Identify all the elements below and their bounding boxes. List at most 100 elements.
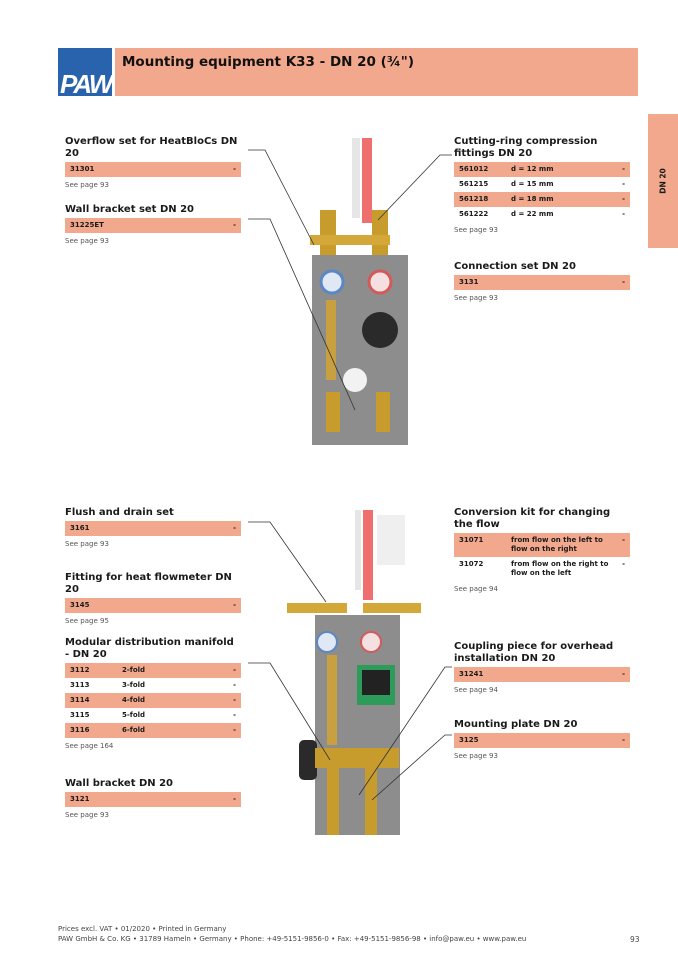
product-price: -	[233, 711, 236, 719]
product-desc: 6-fold	[122, 726, 146, 734]
section-manifold: Modular distribution manifold - DN 20 311…	[65, 637, 241, 750]
see-page-reference[interactable]: See page 164	[65, 742, 114, 750]
callout-cutting-ring	[377, 154, 452, 221]
product-price: -	[622, 278, 625, 286]
footer: Prices excl. VAT • 01/2020 • Printed in …	[58, 925, 526, 944]
product-price: -	[233, 666, 236, 674]
section-title: Modular distribution manifold - DN 20	[65, 637, 234, 660]
section-conversion: Conversion kit for changing the flow 3107…	[454, 507, 630, 593]
product-price: -	[622, 180, 625, 188]
product-price: -	[233, 795, 236, 803]
product-desc: d = 18 mm	[511, 195, 554, 203]
section-title: Connection set DN 20	[454, 261, 576, 272]
see-page-reference[interactable]: See page 94	[454, 686, 498, 694]
product-row[interactable]: 31241 -	[454, 667, 630, 682]
product-row[interactable]: 561218 d = 18 mm -	[454, 192, 630, 207]
product-row[interactable]: 3116 6-fold -	[65, 723, 241, 738]
section-title: Overflow set for HeatBloCs DN 20	[65, 136, 238, 159]
product-price: -	[233, 681, 236, 689]
product-code: 3121	[70, 795, 90, 803]
product-desc: from flow on the left to flow on the rig…	[511, 536, 603, 553]
product-row[interactable]: 3121 -	[65, 792, 241, 807]
page-number: 93	[630, 935, 640, 944]
product-code: 561222	[459, 210, 489, 218]
product-row[interactable]: 3161 -	[65, 521, 241, 536]
side-tab[interactable]: DN 20	[648, 114, 678, 248]
product-code: 31301	[70, 165, 95, 173]
section-connection-set: Connection set DN 20 3131 - See page 93	[454, 261, 630, 302]
product-row[interactable]: 3145 -	[65, 598, 241, 613]
see-page-reference[interactable]: See page 93	[65, 540, 109, 548]
product-code: 3116	[70, 726, 90, 734]
product-row[interactable]: 3131 -	[454, 275, 630, 290]
product-price: -	[622, 195, 625, 203]
section-title: Wall bracket set DN 20	[65, 204, 195, 215]
product-code: 31071	[459, 536, 484, 544]
product-code: 3125	[459, 736, 479, 744]
see-page-reference[interactable]: See page 93	[454, 294, 498, 302]
see-page-reference[interactable]: See page 94	[454, 585, 498, 593]
product-price: -	[622, 165, 625, 173]
see-page-reference[interactable]: See page 93	[454, 752, 498, 760]
product-code: 31225ET	[70, 221, 104, 229]
callout-mounting-plate	[371, 734, 452, 801]
product-desc: 4-fold	[122, 696, 146, 704]
product-price: -	[233, 524, 236, 532]
see-page-reference[interactable]: See page 95	[65, 617, 109, 625]
section-mounting-plate: Mounting plate DN 20 3125 - See page 93	[454, 719, 630, 760]
see-page-reference[interactable]: See page 93	[65, 181, 109, 189]
product-price: -	[622, 210, 625, 218]
product-code: 3115	[70, 711, 90, 719]
product-row[interactable]: 3114 4-fold -	[65, 693, 241, 708]
callout-wall-bracket-set	[248, 218, 356, 411]
product-price: -	[233, 221, 236, 229]
product-price: -	[622, 536, 625, 544]
section-title: Mounting plate DN 20	[454, 719, 578, 730]
callout-flush-drain	[248, 521, 327, 603]
product-desc: 2-fold	[122, 666, 146, 674]
section-title: Conversion kit for changing the flow	[454, 507, 611, 530]
product-code: 561218	[459, 195, 489, 203]
product-desc: d = 15 mm	[511, 180, 554, 188]
product-desc: d = 22 mm	[511, 210, 554, 218]
callout-manifold	[248, 662, 331, 761]
product-row[interactable]: 3125 -	[454, 733, 630, 748]
section-overflow: Overflow set for HeatBloCs DN 20 31301- Se…	[65, 136, 241, 189]
product-price: -	[622, 736, 625, 744]
footer-line-1: Prices excl. VAT • 01/2020 • Printed in …	[58, 925, 227, 933]
paw-logo: PAW	[58, 48, 112, 96]
product-price: -	[233, 696, 236, 704]
product-code: 31241	[459, 670, 484, 678]
product-price: -	[233, 726, 236, 734]
product-row[interactable]: 31301-	[65, 162, 241, 177]
see-page-reference[interactable]: See page 93	[454, 226, 498, 234]
product-price: -	[622, 560, 625, 568]
section-wall-bracket-set: Wall bracket set DN 20 31225ET - See page 9…	[65, 204, 241, 245]
product-code: 3161	[70, 524, 90, 532]
product-desc: 3-fold	[122, 681, 146, 689]
product-code: 3114	[70, 696, 90, 704]
product-price: -	[622, 670, 625, 678]
title-bar: Mounting equipment K33 - DN 20 (¾")	[115, 48, 638, 96]
product-row[interactable]: 31225ET -	[65, 218, 241, 233]
see-page-reference[interactable]: See page 93	[65, 811, 109, 819]
product-code: 3145	[70, 601, 90, 609]
product-image-top	[310, 138, 408, 445]
product-row[interactable]: 31071 from flow on the left to flow on th…	[454, 533, 630, 557]
product-code: 3131	[459, 278, 479, 286]
see-page-reference[interactable]: See page 93	[65, 237, 109, 245]
product-price: -	[233, 601, 236, 609]
product-code: 31072	[459, 560, 484, 568]
product-row[interactable]: 561222 d = 22 mm -	[454, 207, 630, 222]
